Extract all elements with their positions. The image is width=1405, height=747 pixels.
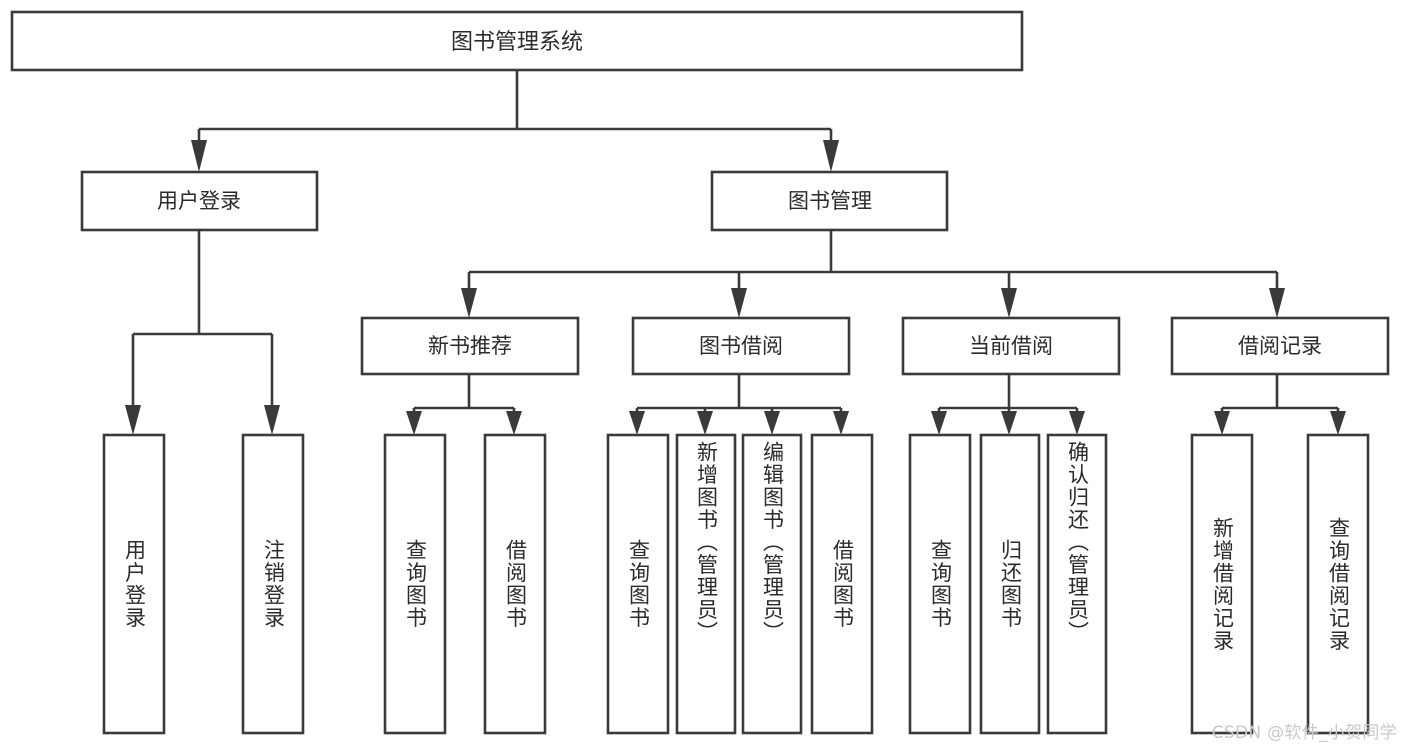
- node-current-borrow-box[interactable]: [901, 316, 1121, 376]
- node-leaf-confirm-return[interactable]: [1046, 433, 1108, 735]
- node-book-manage-label: 图书管理: [788, 189, 872, 213]
- arrow-head-leaf-query-book-2: [629, 411, 645, 435]
- node-leaf-query-book-3[interactable]: [908, 433, 972, 735]
- node-root-box[interactable]: [10, 10, 1024, 72]
- node-borrow-record-box[interactable]: [1170, 316, 1390, 376]
- node-leaf-return-book[interactable]: [979, 433, 1041, 735]
- node-user-login-box[interactable]: [80, 170, 319, 232]
- arrow-head-leaf-user-login: [125, 405, 141, 435]
- node-leaf-borrow-book-2[interactable]: [810, 433, 874, 735]
- node-leaf-user-login[interactable]: [102, 433, 166, 735]
- node-user-login-label: 用户登录: [157, 189, 241, 213]
- arrow-head-leaf-borrow-book-1: [506, 411, 522, 435]
- node-new-book-recommend-box[interactable]: [360, 316, 580, 376]
- node-leaf-query-book-1-box[interactable]: [383, 433, 447, 735]
- node-book-borrow-label: 图书借阅: [699, 334, 783, 358]
- node-leaf-query-book-2-box[interactable]: [606, 433, 670, 735]
- arrow-head-new-book-recommend: [461, 288, 477, 318]
- arrow-head-leaf-query-record: [1330, 411, 1346, 435]
- node-leaf-add-book-box[interactable]: [675, 433, 737, 735]
- node-root[interactable]: 图书管理系统: [10, 10, 1024, 72]
- arrow-head-leaf-edit-book: [764, 411, 780, 435]
- node-leaf-edit-book[interactable]: [741, 433, 803, 735]
- node-current-borrow[interactable]: 当前借阅: [901, 316, 1121, 376]
- node-leaf-borrow-book-1-box[interactable]: [483, 433, 547, 735]
- node-book-borrow[interactable]: 图书借阅: [631, 316, 851, 376]
- node-leaf-borrow-book-1[interactable]: [483, 433, 547, 735]
- node-book-borrow-box[interactable]: [631, 316, 851, 376]
- node-book-manage-box[interactable]: [710, 170, 949, 232]
- arrow-head-leaf-logout-login: [264, 405, 280, 435]
- node-current-borrow-label: 当前借阅: [969, 334, 1053, 358]
- arrow-head-leaf-confirm-return: [1069, 411, 1085, 435]
- arrow-head-book-manage: [823, 140, 839, 172]
- arrow-head-leaf-add-record: [1214, 411, 1230, 435]
- node-leaf-query-record[interactable]: [1306, 433, 1370, 735]
- arrow-head-user-login: [191, 140, 207, 172]
- node-leaf-query-book-3-box[interactable]: [908, 433, 972, 735]
- node-leaf-add-record[interactable]: [1190, 433, 1254, 735]
- arrow-head-borrow-record: [1269, 288, 1285, 318]
- node-leaf-user-login-box[interactable]: [102, 433, 166, 735]
- node-leaf-query-book-1[interactable]: [383, 433, 447, 735]
- node-leaf-confirm-return-box[interactable]: [1046, 433, 1108, 735]
- node-leaf-edit-book-box[interactable]: [741, 433, 803, 735]
- node-borrow-record-label: 借阅记录: [1238, 334, 1322, 358]
- node-leaf-add-record-box[interactable]: [1190, 433, 1254, 735]
- node-user-login[interactable]: 用户登录: [80, 170, 319, 232]
- node-leaf-logout-login[interactable]: [241, 433, 305, 735]
- arrow-head-leaf-return-book: [1001, 411, 1017, 435]
- csdn-watermark: CSDN @软件_小贺同学: [1211, 723, 1397, 743]
- node-leaf-query-record-box[interactable]: [1306, 433, 1370, 735]
- connector-group: [125, 70, 1346, 435]
- node-borrow-record[interactable]: 借阅记录: [1170, 316, 1390, 376]
- node-leaf-query-book-2[interactable]: [606, 433, 670, 735]
- arrow-head-leaf-query-book-3: [931, 411, 947, 435]
- node-new-book-recommend[interactable]: 新书推荐: [360, 316, 580, 376]
- node-leaf-borrow-book-2-box[interactable]: [810, 433, 874, 735]
- node-new-book-recommend-label: 新书推荐: [428, 334, 512, 358]
- node-leaf-logout-login-box[interactable]: [241, 433, 305, 735]
- arrow-head-book-borrow: [731, 288, 747, 318]
- node-leaf-add-book[interactable]: [675, 433, 737, 735]
- arrow-head-leaf-query-book-1: [406, 411, 422, 435]
- node-book-manage[interactable]: 图书管理: [710, 170, 949, 232]
- arrow-head-leaf-borrow-book-2: [833, 411, 849, 435]
- node-leaf-return-book-box[interactable]: [979, 433, 1041, 735]
- arrow-head-leaf-add-book: [697, 411, 713, 435]
- arrow-head-current-borrow: [1001, 288, 1017, 318]
- node-root-label: 图书管理系统: [451, 30, 583, 55]
